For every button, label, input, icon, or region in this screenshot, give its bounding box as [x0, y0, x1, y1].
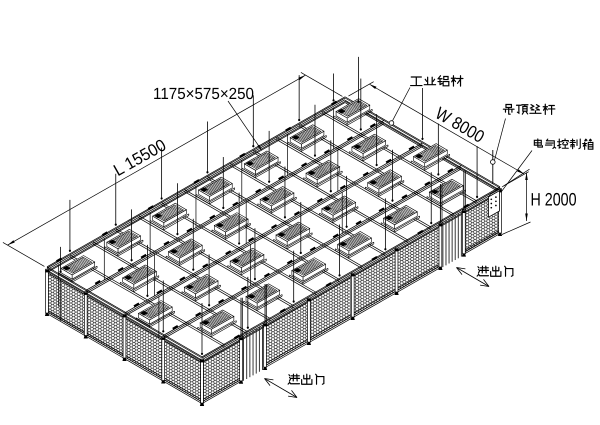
- svg-text:1175×575×250: 1175×575×250: [153, 85, 254, 103]
- svg-text:H 2000: H 2000: [531, 190, 577, 210]
